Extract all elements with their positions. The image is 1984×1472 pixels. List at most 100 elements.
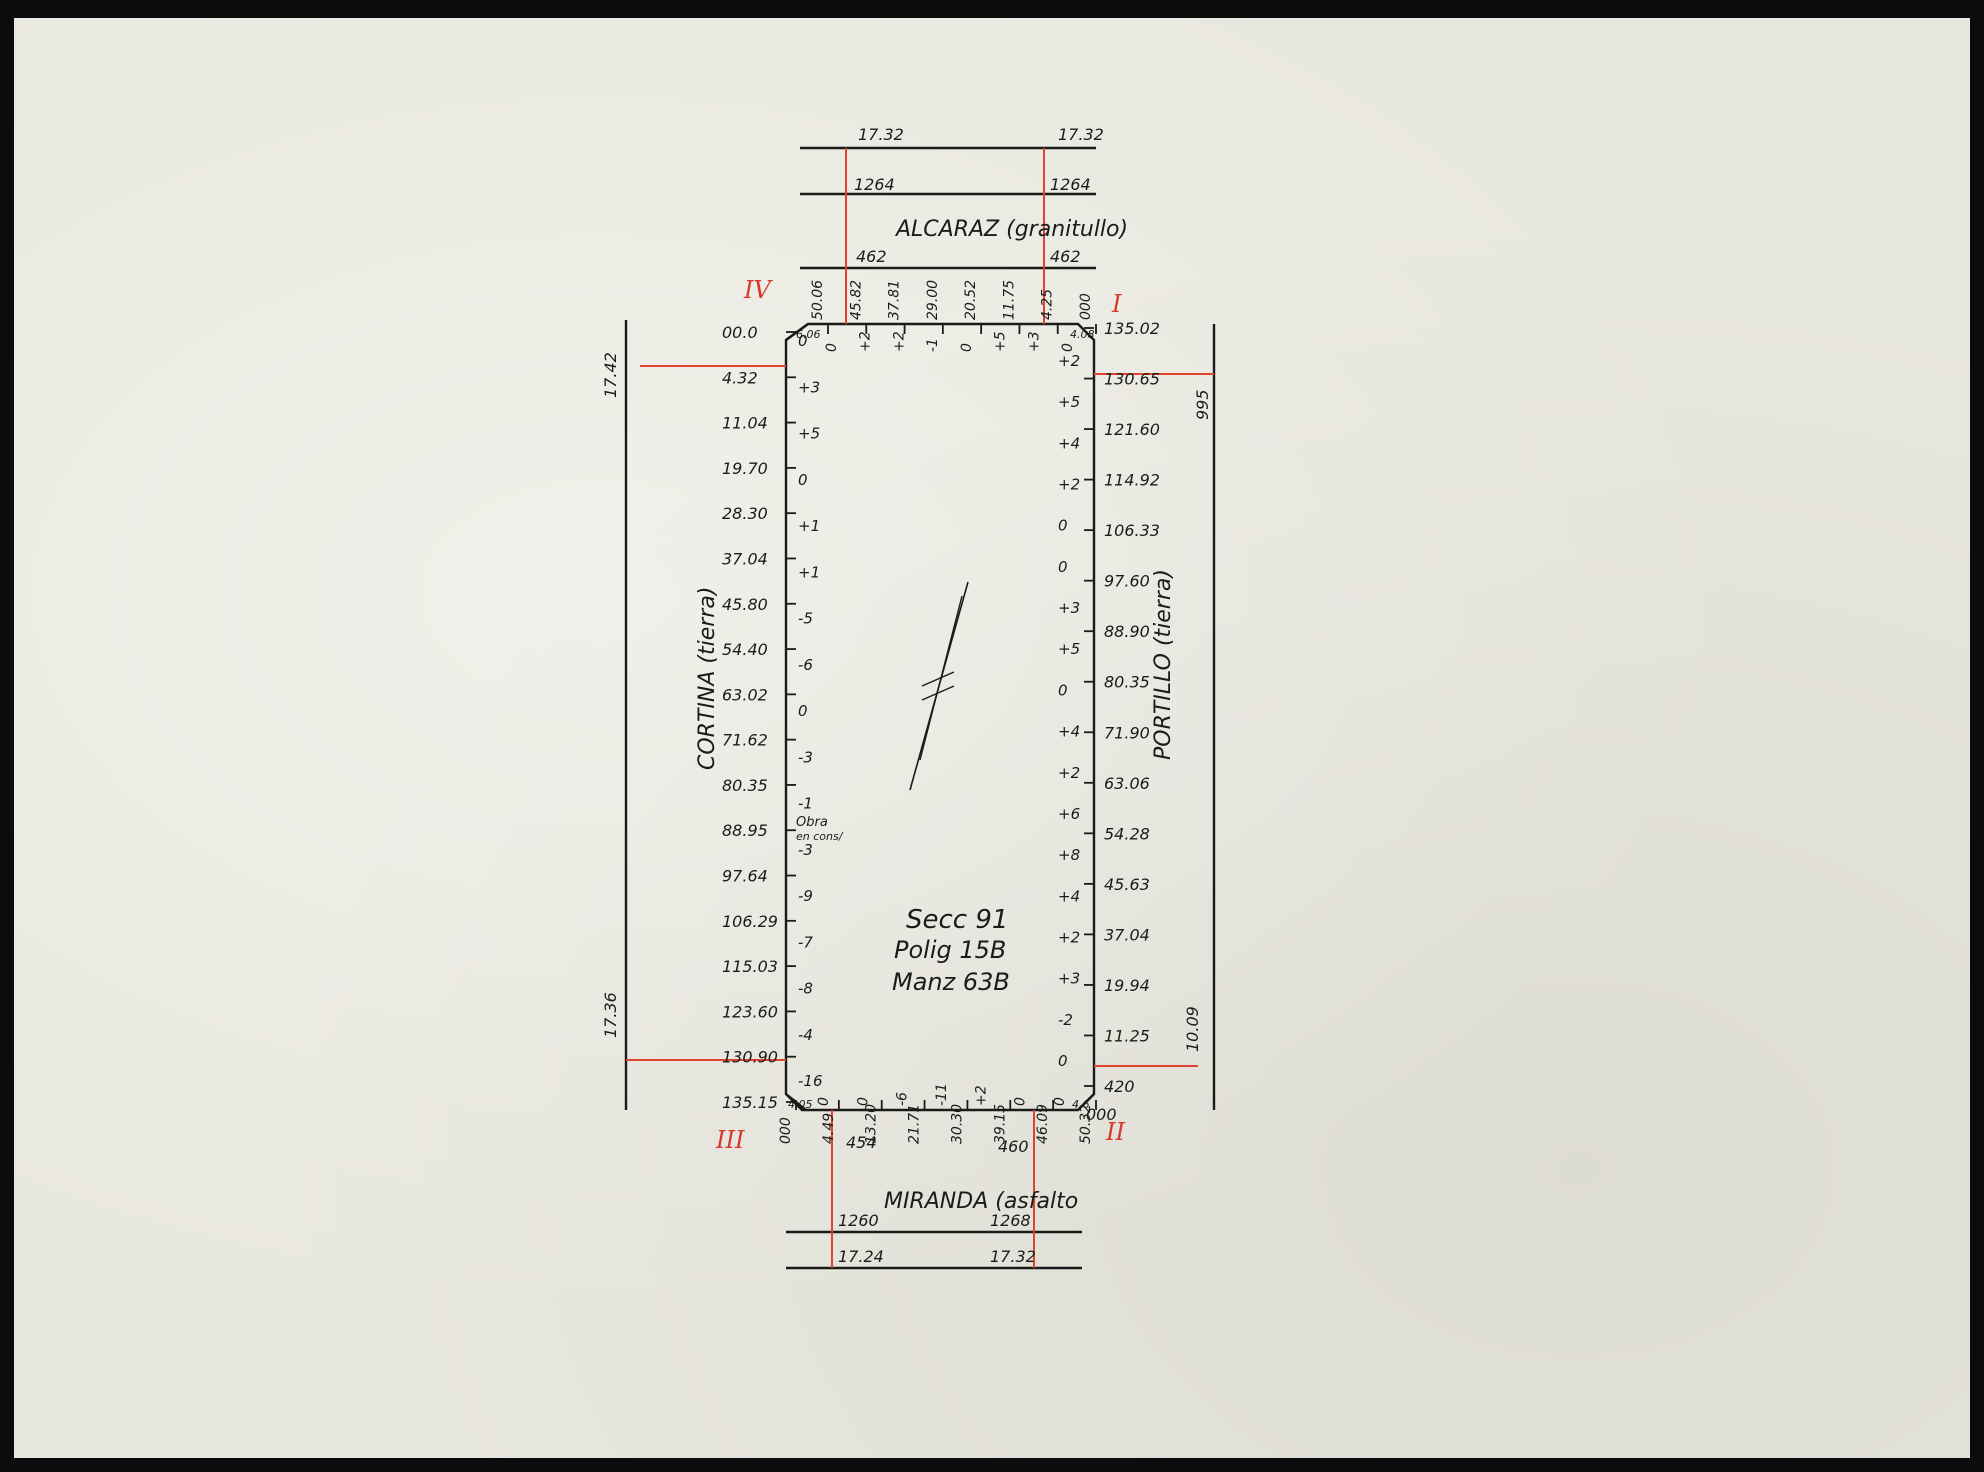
chamfer-ne <box>785 323 809 341</box>
east-level-label: 0 <box>1058 1052 1068 1070</box>
south-inner-right: 1268 <box>990 1211 1031 1230</box>
bottom-station-label: 21.71 <box>907 1104 923 1144</box>
top-level-label: -1 <box>925 338 941 352</box>
north-total-left: 17.32 <box>858 125 904 144</box>
bottom-level-label: 0 <box>1013 1097 1029 1106</box>
west-station-label: 135.15 <box>722 1093 778 1112</box>
east-station-label: 37.04 <box>1104 925 1150 944</box>
top-station-label: 000 <box>1078 293 1094 320</box>
south-inner-left: 1260 <box>838 1211 879 1230</box>
west-level-label: -4 <box>798 1026 813 1044</box>
top-station-label: 29.00 <box>925 280 941 320</box>
corner-II: II <box>1105 1118 1125 1146</box>
bottom-station-label: 30.30 <box>949 1104 965 1144</box>
top-station-label: 4.25 <box>1040 289 1056 320</box>
west-station-label: 88.95 <box>722 821 768 840</box>
east-level-label: +2 <box>1058 476 1080 494</box>
south-sidewalk-left: 454 <box>846 1133 877 1152</box>
bottom-level-label: 0 <box>855 1097 871 1106</box>
east-station-label: 135.02 <box>1104 319 1160 338</box>
west-station-label: 37.04 <box>722 549 768 568</box>
top-level-label: +5 <box>993 331 1009 352</box>
north-inner-right: 1264 <box>1050 175 1091 194</box>
east-station-label: 106.33 <box>1104 521 1160 540</box>
west-level-label: -1 <box>798 795 813 813</box>
west-width-top: 17.42 <box>601 352 620 398</box>
east-level-label: +2 <box>1058 352 1080 370</box>
bottom-station-label: 50.32 <box>1078 1104 1094 1144</box>
west-station-label: 130.90 <box>722 1048 778 1067</box>
east-level-label: +2 <box>1058 764 1080 782</box>
west-station-label: 63.02 <box>722 685 768 704</box>
top-level-label: 0 <box>959 343 975 352</box>
east-width-top: 995 <box>1193 389 1212 420</box>
corner-IV: IV <box>743 276 773 304</box>
top-station-label: 11.75 <box>1001 280 1017 320</box>
corner-I: I <box>1111 290 1122 318</box>
corner-III: III <box>715 1126 745 1154</box>
east-station-label: 11.25 <box>1104 1026 1150 1045</box>
west-station-label: 80.35 <box>722 776 768 795</box>
block-label-polygon: Polig 15B <box>894 936 1006 964</box>
west-station-label: 11.04 <box>722 414 768 433</box>
east-station-label: 45.63 <box>1104 875 1150 894</box>
bottom-station-label: 39.15 <box>992 1104 1008 1144</box>
west-level-label: -8 <box>798 980 813 998</box>
block-label-section: Secc 91 <box>906 905 1008 935</box>
top-level-label: 0 <box>824 343 840 352</box>
west-level-label: +1 <box>798 517 820 535</box>
south-total-left: 17.24 <box>838 1247 884 1266</box>
north-total-right: 17.32 <box>1058 125 1104 144</box>
west-level-label: 0 <box>798 332 808 350</box>
east-station-label: 121.60 <box>1104 420 1160 439</box>
east-level-label: +4 <box>1058 723 1080 741</box>
east-width-bottom: 10.09 <box>1183 1006 1202 1052</box>
bottom-station-label: 4.49 <box>821 1113 837 1144</box>
east-station-label: 71.90 <box>1104 723 1150 742</box>
corner-mark-sw: 4.05 <box>788 1098 813 1111</box>
east-station-label: 80.35 <box>1104 673 1150 692</box>
top-station-label: 50.06 <box>810 280 826 320</box>
west-level-label: -6 <box>798 656 813 674</box>
corner-mark-se: 4.6 <box>1072 1098 1090 1111</box>
top-station-label: 45.82 <box>848 280 864 320</box>
bottom-level-label: -11 <box>934 1083 950 1106</box>
west-station-label: 4.32 <box>722 368 758 387</box>
note-west-line1: Obra <box>796 815 828 830</box>
west-level-label: -7 <box>798 933 813 951</box>
station-ticks <box>786 324 1097 1110</box>
bottom-level-label: 0 <box>816 1097 832 1106</box>
street-north-name: ALCARAZ (granitullo) <box>894 217 1128 242</box>
top-station-label: 37.81 <box>887 280 903 320</box>
west-station-label: 00.0 <box>722 323 758 342</box>
west-level-label: +3 <box>798 378 820 396</box>
west-station-label: 115.03 <box>722 957 778 976</box>
west-width-bottom: 17.36 <box>601 992 620 1038</box>
drawing-sheet <box>14 18 1970 1458</box>
west-level-label: -3 <box>798 841 813 859</box>
top-level-label: +2 <box>891 331 907 352</box>
west-station-label: 28.30 <box>722 504 768 523</box>
bottom-station-label: 46.09 <box>1035 1104 1051 1144</box>
north-inner-left: 1264 <box>854 175 895 194</box>
east-station-label: 420 <box>1104 1077 1135 1096</box>
west-level-label: 0 <box>798 702 808 720</box>
west-level-label: -16 <box>798 1072 823 1090</box>
west-level-label: +1 <box>798 563 820 581</box>
west-level-label: -3 <box>798 748 813 766</box>
west-station-label: 71.62 <box>722 731 768 750</box>
se-zero-label: 000 <box>1086 1105 1117 1124</box>
east-level-label: 0 <box>1058 681 1068 699</box>
street-south-name: MIRANDA (asfalto <box>884 1189 1078 1214</box>
east-station-label: 63.06 <box>1104 774 1150 793</box>
bottom-station-label: 000 <box>778 1117 794 1144</box>
top-station-label: 20.52 <box>963 280 979 320</box>
east-station-label: 19.94 <box>1104 976 1150 995</box>
corner-mark-ne: 4.08 <box>1070 328 1095 341</box>
bottom-station-label: 13.20 <box>864 1104 880 1144</box>
block-label-block: Manz 63B <box>892 968 1010 996</box>
east-station-label: 97.60 <box>1104 572 1150 591</box>
east-station-label: 130.65 <box>1104 370 1160 389</box>
west-level-label: 0 <box>798 471 808 489</box>
